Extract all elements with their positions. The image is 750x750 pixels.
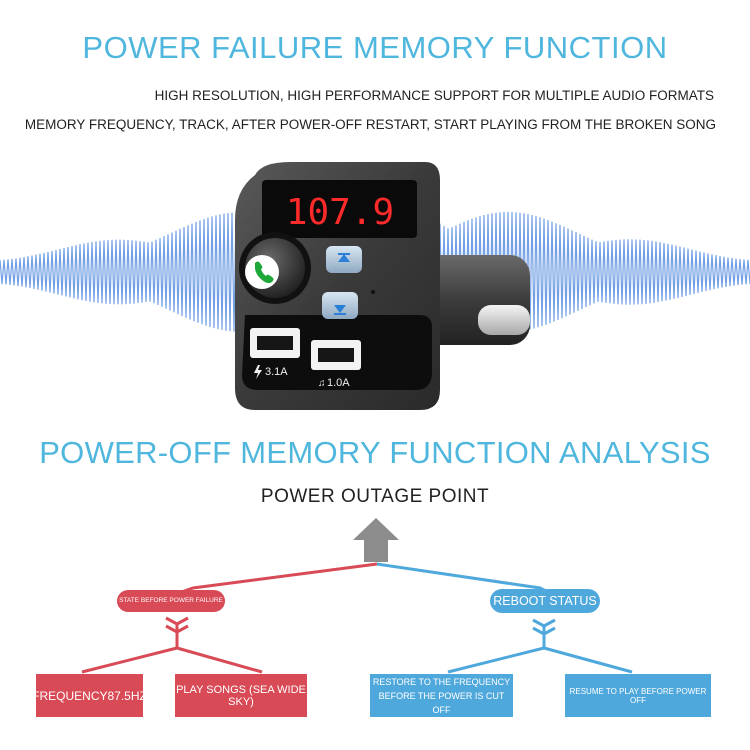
main-title: POWER FAILURE MEMORY FUNCTION (82, 30, 668, 65)
subtitle-line-1: HIGH RESOLUTION, HIGH PERFORMANCE SUPPOR… (154, 88, 714, 103)
usb1-label: 3.1A (265, 366, 288, 378)
restore-line-1: RESTORE TO THE FREQUENCY (372, 676, 511, 687)
restore-frequency-box: RESTORE TO THE FREQUENCY BEFORE THE POWE… (370, 674, 513, 717)
product-illustration: 107.9 3.1A ♫ 1.0A (0, 162, 750, 410)
phone-icon (255, 261, 274, 284)
resume-play-box: RESUME TO PLAY BEFORE POWER OFF (565, 674, 711, 717)
lightning-icon (254, 365, 262, 379)
play-songs-box: PLAY SONGS (SEA WIDE SKY) (175, 674, 307, 717)
car-charger-device: 107.9 3.1A ♫ 1.0A (235, 162, 530, 410)
power-outage-point-label: POWER OUTAGE POINT (260, 486, 490, 507)
up-arrow-icon (338, 254, 350, 262)
analysis-title: POWER-OFF MEMORY FUNCTION ANALYSIS (39, 435, 711, 470)
up-arrow-gray-icon (353, 518, 399, 562)
frequency-display: 107.9 (286, 192, 394, 233)
state-before-power-failure-label: STATE BEFORE POWER FAILURE (117, 590, 225, 612)
down-arrow-icon (334, 305, 346, 313)
analysis-diagram-lines (81, 518, 633, 674)
subtitle-line-2: MEMORY FREQUENCY, TRACK, AFTER POWER-OFF… (24, 117, 716, 132)
usb2-label: 1.0A (327, 377, 350, 389)
music-note-icon: ♫ (318, 378, 326, 389)
frequency-box: FREQUENCY87.5HZ (32, 674, 147, 717)
reboot-status-label: REBOOT STATUS (490, 589, 600, 613)
restore-line-2: BEFORE THE POWER IS CUT OFF (378, 690, 505, 715)
